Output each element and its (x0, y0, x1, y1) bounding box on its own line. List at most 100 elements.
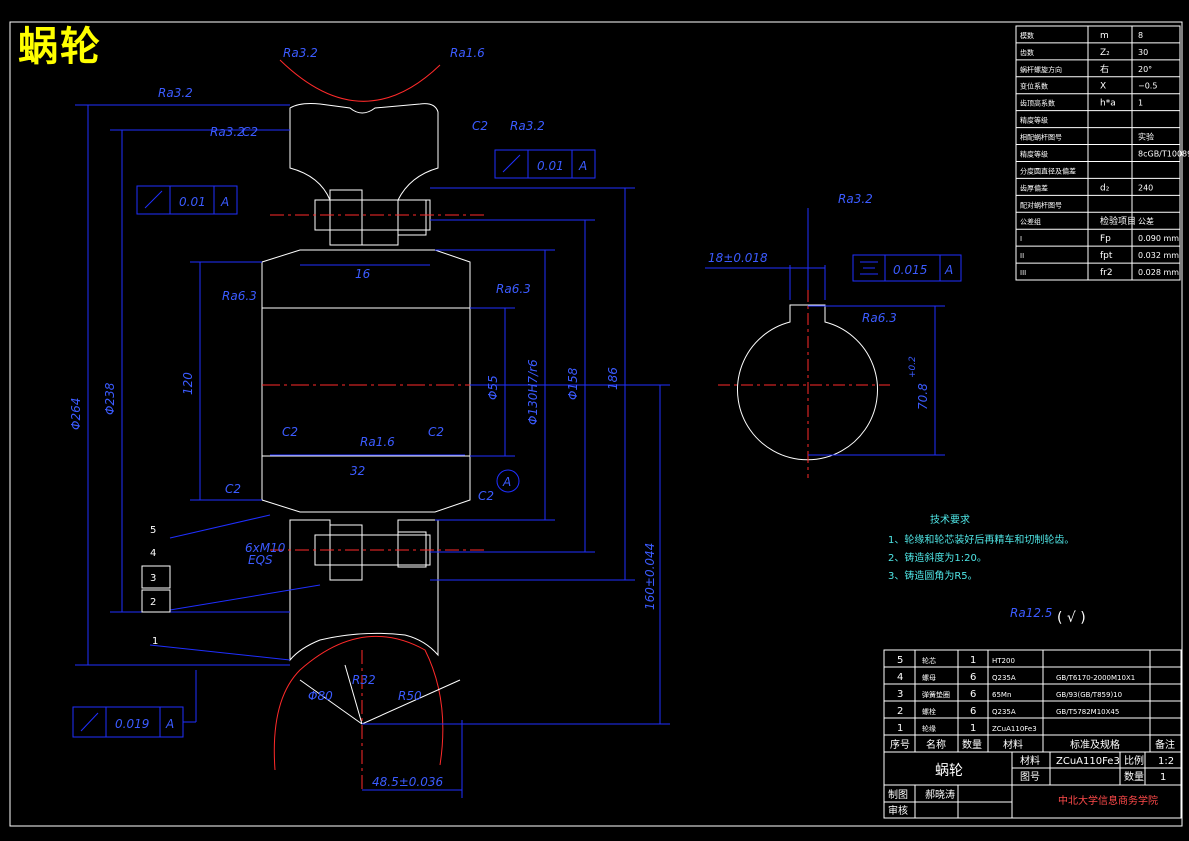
param-name: 齿厚偏差 (1020, 183, 1048, 192)
param-val: 1 (1138, 99, 1143, 108)
svg-text:( √ ): ( √ ) (1057, 610, 1086, 626)
bom-no: 5 (897, 655, 903, 666)
param-name: III (1020, 269, 1026, 277)
bom-std: GB/T6170-2000M10X1 (1056, 674, 1135, 682)
hub-lower-section (261, 455, 471, 513)
part-leaders: 5 4 3 2 1 (141, 525, 171, 647)
svg-text:制图: 制图 (888, 788, 908, 801)
svg-text:0.01: 0.01 (179, 195, 206, 209)
svg-text:6xM10: 6xM10 (245, 541, 286, 555)
svg-text:120: 120 (181, 372, 195, 395)
param-val: −0.5 (1138, 82, 1157, 91)
svg-text:Φ55: Φ55 (486, 375, 500, 400)
bom-no: 1 (897, 723, 903, 734)
svg-text:186: 186 (606, 367, 620, 390)
param-name: 相配蜗杆图号 (1020, 133, 1062, 142)
svg-text:Φ264: Φ264 (69, 398, 83, 430)
svg-text:48.5±0.036: 48.5±0.036 (372, 775, 443, 789)
svg-text:R32: R32 (352, 673, 376, 687)
svg-text:A: A (944, 263, 953, 277)
tolerance-frame-2: 0.01 A (136, 185, 238, 215)
svg-text:+0.2: +0.2 (908, 356, 918, 378)
bom-name: 弹簧垫圈 (922, 690, 950, 699)
bom-std: GB/93(GB/T859)10 (1056, 691, 1122, 699)
svg-text:C2: C2 (225, 482, 241, 496)
svg-text:A: A (165, 717, 174, 731)
svg-text:C2: C2 (242, 125, 258, 139)
main-section-view (261, 59, 485, 790)
svg-text:Ra6.3: Ra6.3 (222, 289, 257, 303)
svg-text:5: 5 (150, 525, 156, 536)
svg-text:材料: 材料 (1020, 754, 1040, 767)
dimension-lines (75, 104, 670, 798)
param-val: 0.090 mm (1138, 234, 1179, 243)
param-val: 240 (1138, 183, 1153, 192)
svg-text:4: 4 (150, 548, 156, 559)
tech-heading: 技术要求 (930, 513, 970, 526)
part-name: 蜗轮 (935, 763, 963, 779)
school-name: 中北大学信息商务学院 (1058, 794, 1158, 807)
tolerance-frame-1: 0.01 A (494, 149, 596, 179)
bom-name: 螺栓 (922, 707, 936, 716)
svg-text:C2: C2 (478, 489, 494, 503)
svg-text:审核: 审核 (888, 804, 908, 817)
bom-table: 蜗轮 材料 ZCuA110Fe3 比例 1:2 图号 数量 1 制图 郝晓涛 审… (883, 649, 1182, 819)
svg-text:Ra1.6: Ra1.6 (360, 435, 395, 449)
svg-text:材料: 材料 (1003, 738, 1023, 751)
svg-text:160±0.044: 160±0.044 (643, 543, 657, 610)
svg-text:2: 2 (150, 597, 156, 608)
svg-text:3: 3 (150, 573, 156, 584)
bom-mat: 65Mn (992, 691, 1011, 699)
svg-text:32: 32 (350, 464, 365, 478)
bom-qty: 1 (970, 655, 976, 666)
param-name: 精度等级 (1020, 116, 1048, 125)
svg-text:郝晓涛: 郝晓涛 (925, 788, 955, 801)
tol-value-1: 0.01 (537, 159, 564, 173)
bom-name: 轮芯 (922, 656, 936, 665)
svg-text:C2: C2 (472, 119, 488, 133)
param-sym: 右 (1100, 63, 1109, 75)
bom-mat: Q235A (992, 708, 1016, 716)
bom-no: 2 (897, 706, 903, 717)
param-name: 配对蜗杆图号 (1020, 200, 1062, 209)
tech-item-2: 2、铸造斜度为1:20。 (888, 551, 987, 564)
svg-text:1:2: 1:2 (1158, 756, 1174, 767)
param-name: 模数 (1020, 31, 1034, 40)
svg-text:A: A (502, 475, 511, 489)
svg-text:R50: R50 (398, 689, 422, 703)
svg-text:ZCuA110Fe3: ZCuA110Fe3 (1056, 756, 1120, 767)
svg-text:70.8: 70.8 (916, 383, 930, 410)
svg-text:Ra3.2: Ra3.2 (510, 119, 545, 133)
param-name: 分度圆直径及偏差 (1020, 166, 1076, 175)
svg-text:图号: 图号 (1020, 771, 1040, 783)
param-name: I (1020, 235, 1022, 243)
svg-text:名称: 名称 (926, 738, 946, 751)
svg-text:C2: C2 (282, 425, 298, 439)
param-name: II (1020, 252, 1024, 260)
svg-text:比例: 比例 (1124, 754, 1144, 767)
svg-text:Ra3.2: Ra3.2 (838, 192, 873, 206)
param-val: 30 (1138, 48, 1148, 57)
svg-text:0.019: 0.019 (115, 717, 149, 731)
param-name: 精度等级 (1020, 149, 1048, 158)
param-name: 蜗杆螺旋方向 (1020, 65, 1062, 74)
param-sym: 检验项目 (1100, 215, 1136, 227)
bom-mat: Q235A (992, 674, 1016, 682)
param-name: 齿顶高系数 (1020, 99, 1055, 108)
bom-mat: ZCuA110Fe3 (992, 725, 1037, 733)
svg-text:EQS: EQS (248, 553, 273, 567)
svg-text:18±0.018: 18±0.018 (708, 251, 768, 265)
svg-text:备注: 备注 (1155, 738, 1175, 751)
tech-item-3: 3、铸造圆角为R5。 (888, 569, 978, 582)
svg-text:1: 1 (1160, 772, 1166, 783)
dimension-labels: Ra3.2 Ra1.6 Ra3.2 Ra3.2 C2 C2 Ra3.2 Ra6.… (69, 46, 657, 789)
svg-text:Φ158: Φ158 (566, 367, 580, 400)
param-sym: fpt (1100, 251, 1113, 261)
drawing-title: 蜗轮 (18, 24, 102, 70)
bom-mat: HT200 (992, 657, 1015, 665)
svg-text:标准及规格: 标准及规格 (1070, 738, 1120, 751)
bom-qty: 6 (970, 689, 976, 700)
param-val: 实验 (1138, 132, 1154, 142)
bom-std: GB/T5782M10X45 (1056, 708, 1119, 716)
